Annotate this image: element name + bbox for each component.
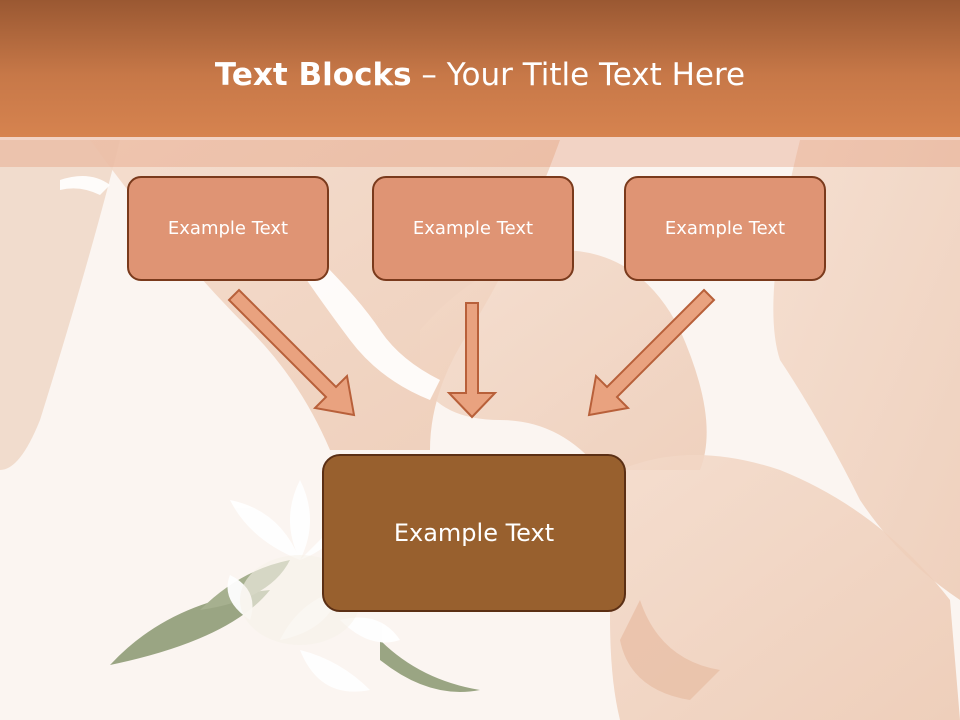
text-block-main-label: Example Text [393,519,555,547]
text-block-center-label: Example Text [412,218,534,239]
slide-title: Text Blocks – Your Title Text Here [0,54,960,96]
text-block-main[interactable]: Example Text [322,454,626,612]
text-block-right[interactable]: Example Text [624,176,826,281]
arrow-down [446,302,498,419]
title-rest: Your Title Text Here [446,57,746,93]
text-block-right-label: Example Text [664,218,786,239]
text-block-center[interactable]: Example Text [372,176,574,281]
text-block-left[interactable]: Example Text [127,176,329,281]
arrow-left-diagonal [227,288,356,417]
title-separator: – [411,57,447,93]
title-bar-band [0,137,960,167]
title-bar [0,0,960,137]
text-block-left-label: Example Text [167,218,289,239]
arrow-right-diagonal [587,288,716,417]
title-bold-part: Text Blocks [214,57,412,93]
